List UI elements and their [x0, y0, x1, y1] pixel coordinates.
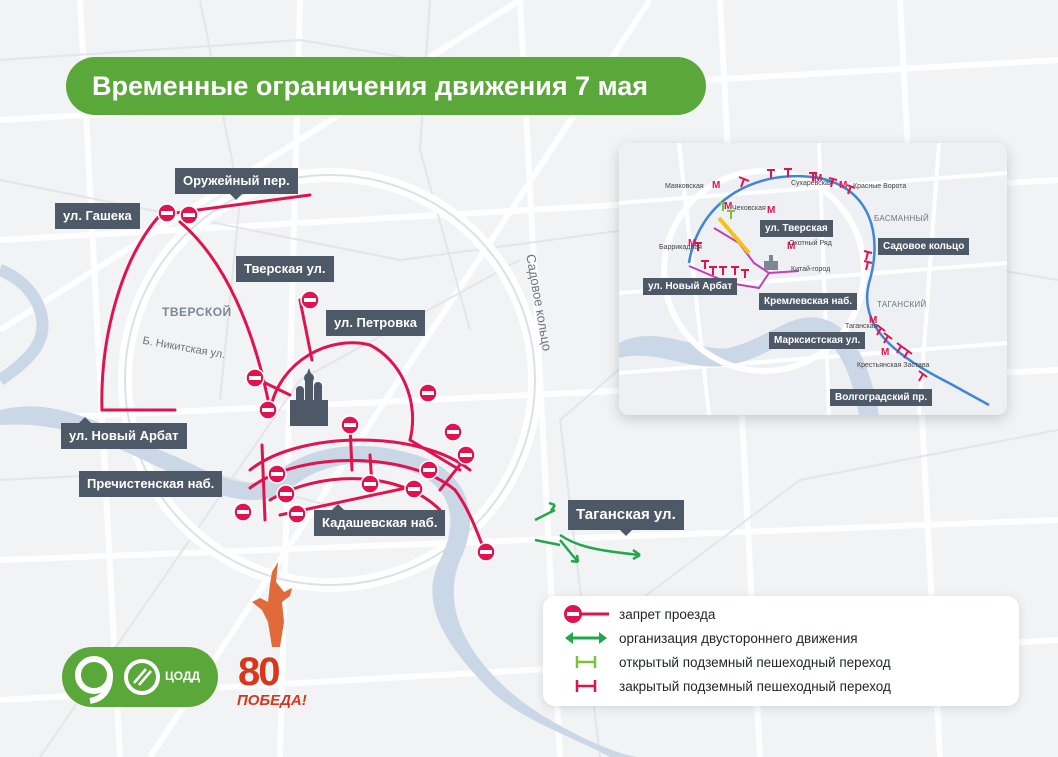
label-petrovka: ул. Петровка	[326, 310, 425, 336]
svg-text:M: M	[787, 241, 795, 252]
district-basmanny: БАСМАННЫЙ	[874, 214, 930, 223]
legend-text: запрет проезда	[619, 606, 716, 622]
metro-kitay-gorod: Китай-город	[791, 266, 831, 273]
svg-text:M: M	[767, 205, 775, 216]
two-way-arrow-icon	[565, 632, 607, 644]
legend-item-closed-underpass: закрытый подземный пешеходный переход	[563, 675, 891, 697]
closed-underpass-icon	[575, 680, 597, 692]
open-underpass-icon	[575, 656, 597, 668]
no-entry-icon	[340, 415, 360, 435]
inset-label-novy-arbat: ул. Новый Арбат	[643, 278, 738, 295]
svg-text:M: M	[839, 180, 847, 191]
no-entry-icon	[233, 502, 253, 522]
legend-item-open-underpass: открытый подземный пешеходный переход	[563, 651, 891, 673]
label-taganskaya: Таганская ул.	[568, 500, 684, 530]
legend-text: закрытый подземный пешеходный переход	[619, 678, 891, 694]
metro-krasnye-vorota: Красные Ворота	[853, 183, 907, 190]
svg-text:M: M	[881, 347, 889, 358]
legend-item-two-way: организация двустороннего движения	[563, 627, 858, 649]
legend-text: организация двустороннего движения	[619, 630, 858, 646]
svg-text:M: M	[712, 180, 720, 191]
no-entry-icon	[476, 542, 496, 562]
label-prechistenskaya: Пречистенская наб.	[79, 471, 223, 497]
label-novy-arbat: ул. Новый Арбат	[61, 417, 187, 449]
two-way-arrow-icon	[534, 501, 641, 564]
metro-chekhovskaya: Чеховская	[732, 205, 766, 212]
moscow-logo-icon	[75, 656, 160, 704]
inset-label-sadovoe: Садовое кольцо	[878, 238, 970, 255]
no-entry-icon	[300, 290, 320, 310]
no-entry-markers	[157, 203, 496, 562]
svg-text:M: M	[724, 201, 732, 212]
no-entry-icon	[287, 504, 307, 524]
district-tagansky: ТАГАНСКИЙ	[877, 300, 927, 309]
legend-text: открытый подземный пешеходный переход	[619, 654, 891, 670]
label-tverskaya: Тверская ул.	[236, 256, 334, 282]
no-entry-icon	[245, 368, 265, 388]
cathedral-icon	[764, 255, 778, 270]
label-oruzheyny: Оружейный пер.	[175, 168, 298, 194]
no-entry-icon	[267, 464, 287, 484]
label-kadashevskaya: Кадашевская наб.	[314, 504, 446, 536]
metro-sukharevskaya: Сухаревская	[791, 180, 833, 187]
legend: запрет проезда организация двустороннего…	[543, 596, 1019, 706]
no-entry-icon	[418, 383, 438, 403]
metro-okhotny-ryad: Охотный Ряд	[789, 240, 832, 247]
metro-mayakovskaya: Маяковская	[665, 183, 704, 190]
svg-text:M: M	[688, 238, 696, 249]
inset-label-marksistskaya: Марксистская ул.	[769, 332, 866, 349]
codd-logo-text: ЦОДД	[165, 669, 201, 683]
no-entry-icon	[443, 422, 463, 442]
no-entry-icon	[360, 474, 380, 494]
svg-text:M: M	[814, 173, 822, 184]
inset-label-volgogradsky: Волгоградский пр.	[830, 389, 933, 406]
page-title: Временные ограничения движения 7 мая	[66, 57, 706, 115]
inset-label-tverskaya: ул. Тверская	[760, 220, 833, 237]
no-entry-icon	[419, 460, 439, 480]
cathedral-icon	[290, 368, 328, 426]
metro-barrikadnaya: Баррикадная	[659, 244, 702, 251]
metro-taganskaya: Таганская	[845, 323, 878, 330]
no-entry-icon	[456, 445, 476, 465]
no-entry-icon	[157, 203, 177, 223]
victory-monument-icon	[252, 562, 292, 647]
no-entry-icon	[258, 400, 278, 420]
metro-krestyanskaya: Крестьянская Застава	[857, 362, 930, 369]
inset-label-kremlevskaya: Кремлевская наб.	[759, 293, 858, 310]
victory-word: ПОБЕДА!	[237, 692, 307, 709]
legend-item-no-entry: запрет проезда	[563, 603, 715, 625]
no-entry-icon	[564, 605, 609, 623]
victory-number: 80	[238, 650, 280, 694]
district-tverskoy: ТВЕРСКОЙ	[162, 305, 232, 319]
label-gasheka: ул. Гашека	[55, 203, 140, 229]
no-entry-icon	[179, 205, 199, 225]
no-entry-icon	[276, 484, 296, 504]
svg-text:M: M	[869, 315, 877, 326]
no-entry-icon	[404, 479, 424, 499]
codd-logo	[62, 647, 218, 707]
